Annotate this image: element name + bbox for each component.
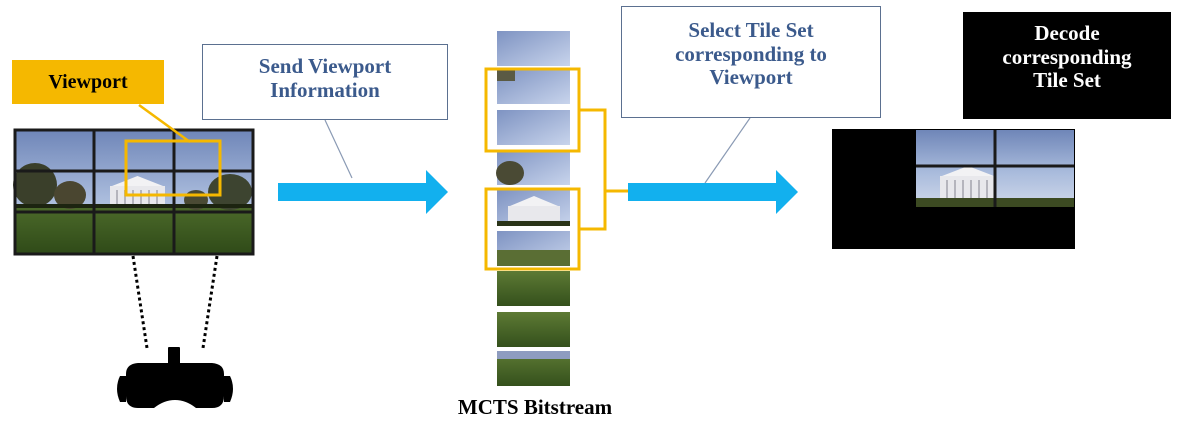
- decode-callout-line-3: Tile Set: [1033, 68, 1101, 93]
- viewport-label: Viewport: [12, 60, 164, 104]
- vr-headset-icon: [117, 347, 233, 408]
- send-callout-pointer: [324, 119, 353, 179]
- decoded-output-frame: [832, 129, 1075, 249]
- viewport-highlight: [124, 139, 222, 197]
- mcts-bitstream-column: [496, 31, 570, 386]
- decode-callout: Decode corresponding Tile Set: [963, 12, 1171, 119]
- panorama-image: [13, 128, 255, 256]
- bitstream-bracket: [579, 108, 607, 231]
- decode-callout-line-1: Decode: [1034, 21, 1100, 45]
- arrow-select: [628, 170, 798, 214]
- select-callout-pointer: [704, 117, 751, 184]
- decode-callout-line-2: corresponding: [1002, 44, 1132, 69]
- viewport-callout-line: [138, 103, 191, 144]
- headset-view-line-right: [201, 255, 219, 349]
- arrow-send: [278, 170, 448, 214]
- send-callout-line-1: Send Viewport: [258, 54, 392, 78]
- send-viewport-callout: Send Viewport Information: [202, 44, 448, 120]
- select-tile-set-callout: Select Tile Set corresponding to Viewpor…: [621, 6, 881, 118]
- bitstream-caption: MCTS Bitstream: [457, 395, 613, 419]
- select-callout-line-3: Viewport: [709, 65, 793, 90]
- send-callout-line-2: Information: [270, 77, 380, 102]
- headset-view-line-left: [131, 255, 149, 349]
- select-callout-line-1: Select Tile Set: [688, 18, 814, 42]
- select-callout-line-2: corresponding to: [675, 41, 827, 66]
